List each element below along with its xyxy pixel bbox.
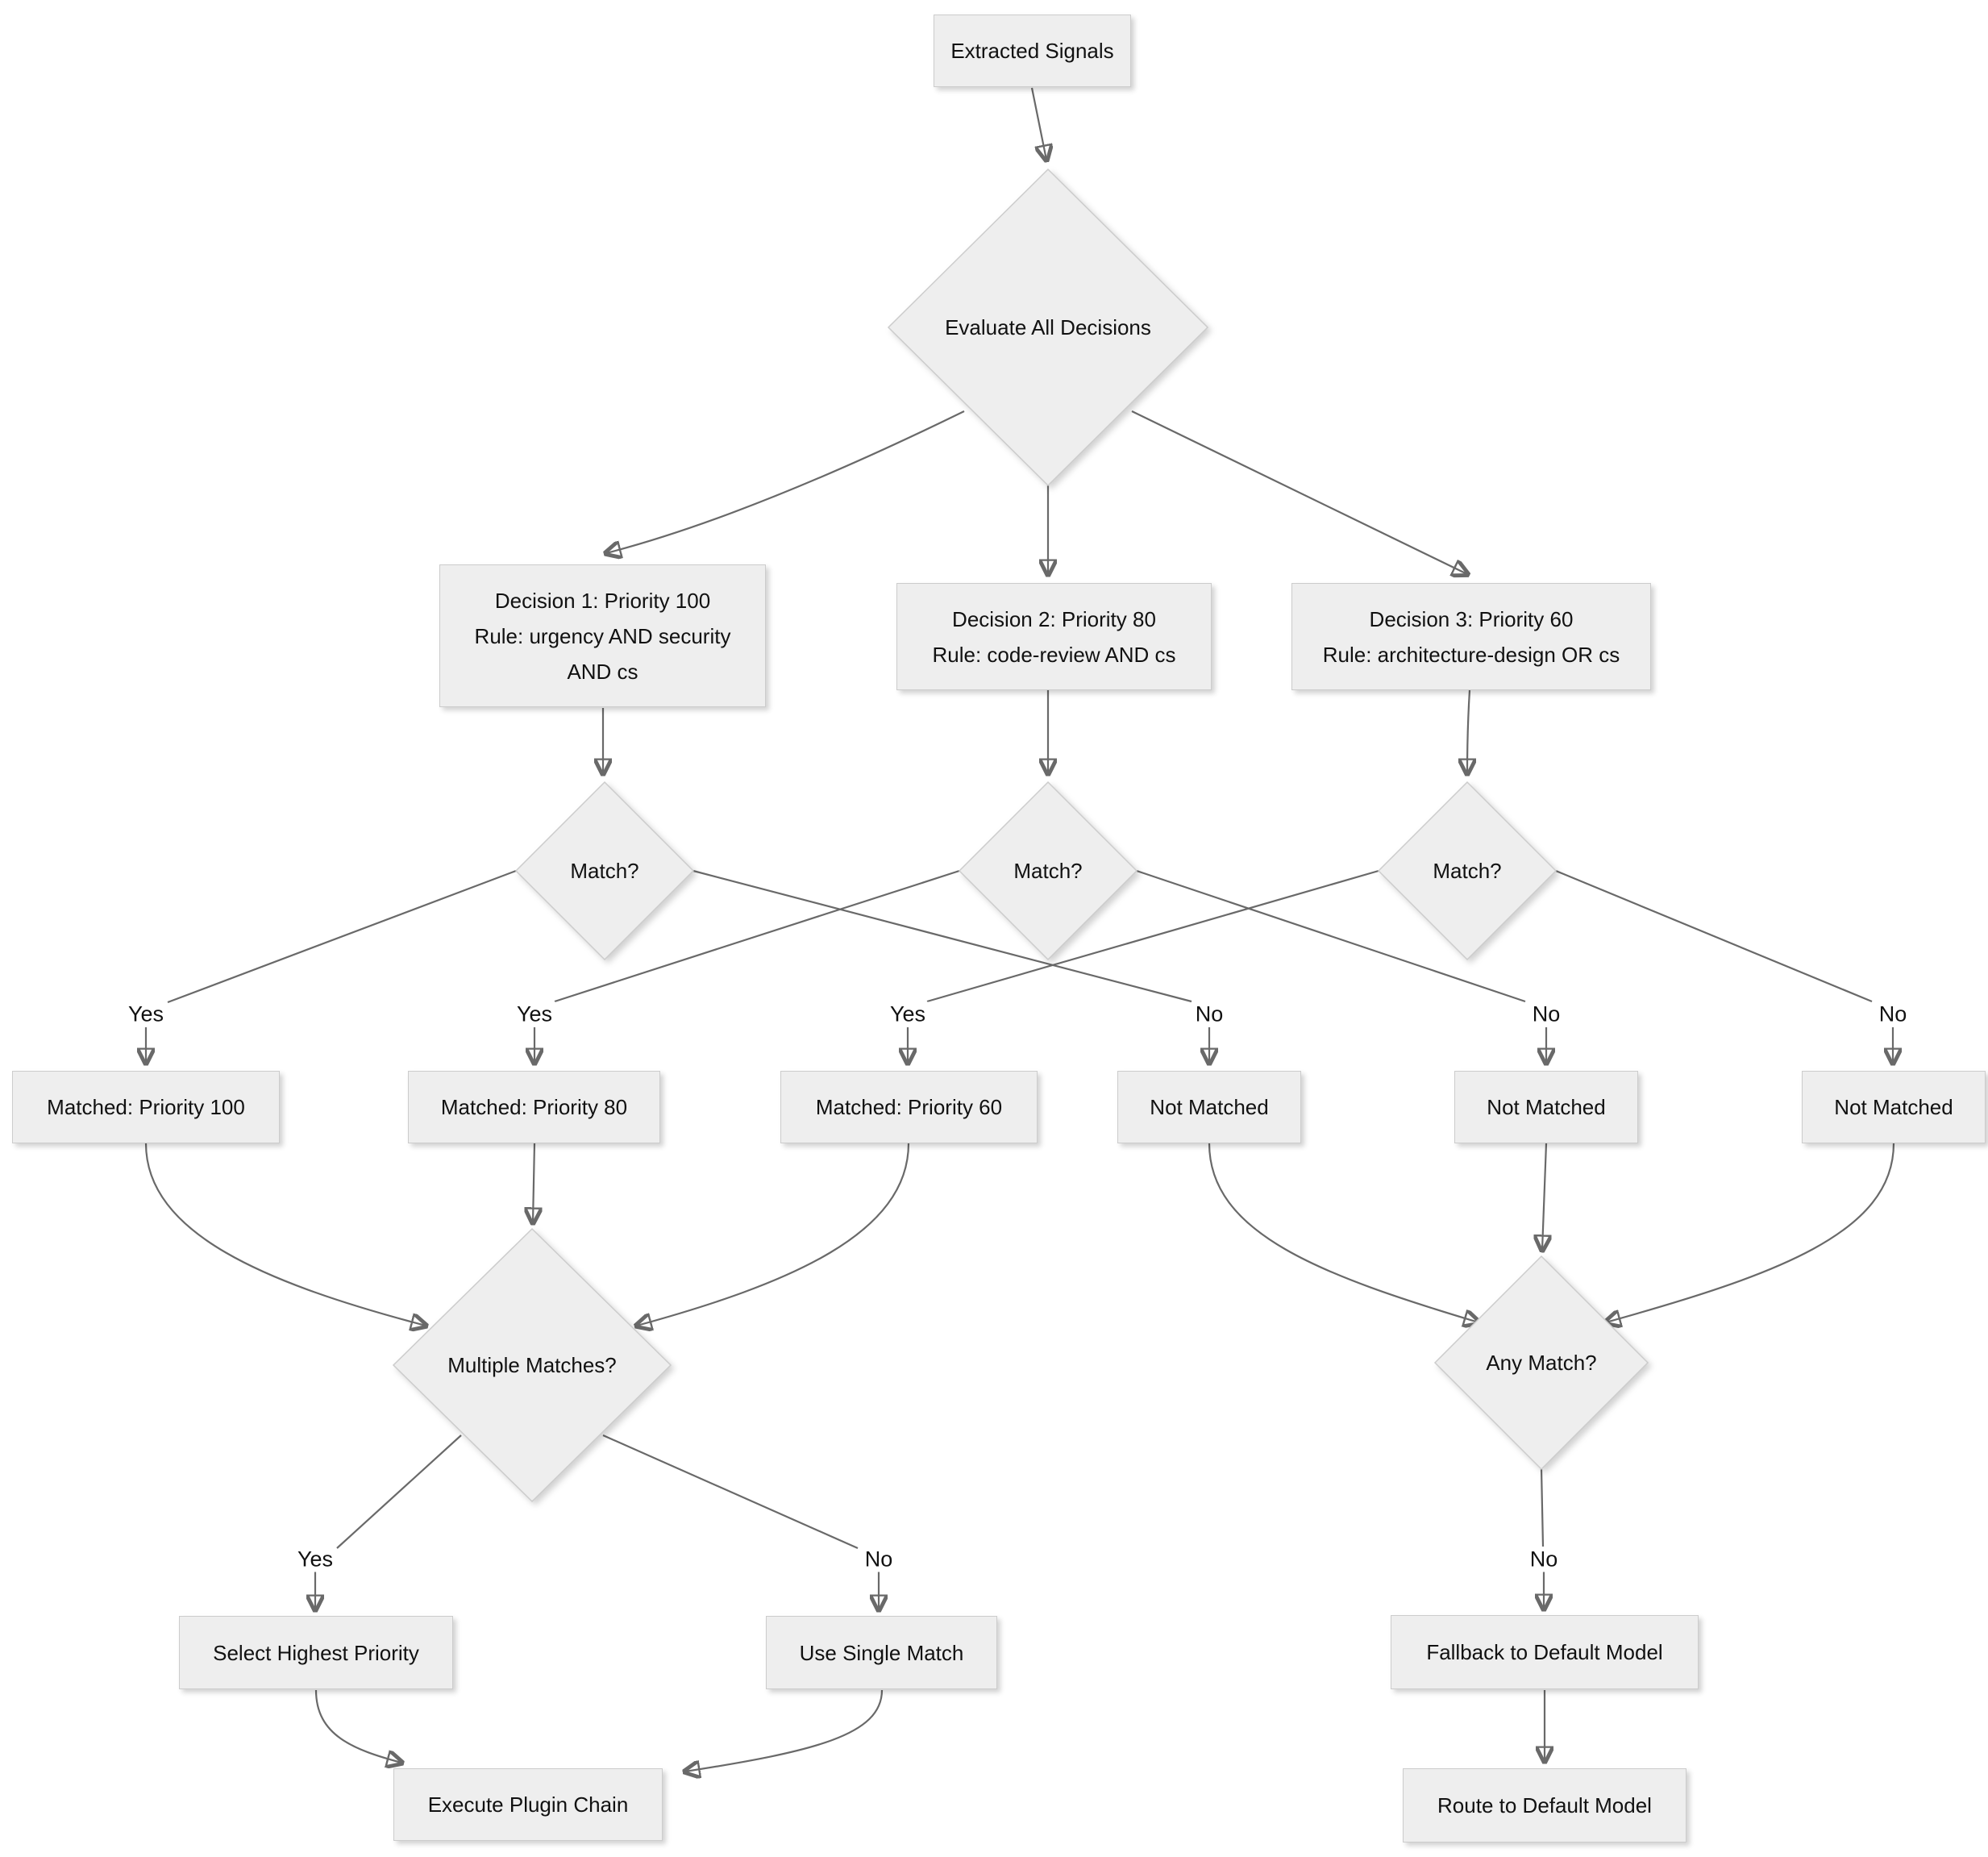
edge-label-yes-1: Yes [124, 1001, 168, 1027]
edge-evaluate-to-decision1 [606, 410, 965, 553]
node-matched-priority-80: Matched: Priority 80 [408, 1071, 660, 1143]
node-any-match: Any Match? [1433, 1255, 1649, 1471]
edge-anymatch-no [1540, 1468, 1545, 1547]
node-fallback-to-default-model: Fallback to Default Model [1391, 1615, 1699, 1689]
node-decision-1-label: Decision 1: Priority 100 Rule: urgency A… [474, 588, 731, 684]
node-extracted-signals: Extracted Signals [934, 15, 1131, 87]
edge-label-no-1: No [1192, 1001, 1227, 1027]
node-decision-3-label: Decision 3: Priority 60 Rule: architectu… [1322, 606, 1620, 667]
node-matched-priority-60: Matched: Priority 60 [780, 1071, 1038, 1143]
node-route-to-default-model-label: Route to Default Model [1437, 1793, 1652, 1817]
edge-match2-yes [554, 869, 960, 1003]
node-matched-priority-60-label: Matched: Priority 60 [815, 1095, 1003, 1119]
edge-label-no-2: No [1528, 1001, 1564, 1027]
node-not-matched-1: Not Matched [1117, 1071, 1301, 1143]
node-matched-priority-80-label: Matched: Priority 80 [440, 1095, 628, 1119]
node-match-1: Match? [514, 781, 695, 961]
edge-match3-no [1555, 869, 1873, 1003]
edge-label-no-5: No [1526, 1547, 1562, 1572]
node-matched-priority-100-label: Matched: Priority 100 [47, 1095, 245, 1119]
node-not-matched-3: Not Matched [1802, 1071, 1986, 1143]
node-evaluate-all-decisions: Evaluate All Decisions [887, 168, 1209, 487]
edge-match1-yes [167, 869, 517, 1004]
edge-single-to-execute [685, 1689, 884, 1772]
node-multiple-matches: Multiple Matches? [392, 1227, 672, 1503]
node-execute-plugin-chain: Execute Plugin Chain [393, 1768, 663, 1841]
edge-notmatched1-to-anymatch [1208, 1143, 1479, 1322]
edge-label-yes-2: Yes [513, 1001, 556, 1027]
edge-multiple-no [602, 1434, 859, 1550]
node-not-matched-2: Not Matched [1454, 1071, 1638, 1143]
edge-match2-no [1136, 869, 1526, 1003]
node-decision-3: Decision 3: Priority 60 Rule: architectu… [1291, 583, 1651, 690]
node-use-single-match: Use Single Match [766, 1616, 997, 1689]
node-match-2-label: Match? [1013, 859, 1083, 883]
node-any-match-label: Any Match? [1486, 1351, 1597, 1375]
edge-label-yes-4: Yes [293, 1547, 337, 1572]
edge-decision3-to-match3 [1467, 689, 1470, 773]
node-match-2: Match? [958, 781, 1138, 961]
node-extracted-signals-label: Extracted Signals [950, 39, 1114, 63]
edge-evaluate-to-decision3 [1131, 410, 1467, 574]
edge-matched60-to-multiple [637, 1143, 910, 1326]
node-decision-1: Decision 1: Priority 100 Rule: urgency A… [439, 564, 766, 707]
edge-multiple-yes [336, 1434, 462, 1549]
edge-match1-no [692, 869, 1192, 1003]
edge-match3-yes [926, 869, 1379, 1003]
node-execute-plugin-chain-label: Execute Plugin Chain [427, 1792, 629, 1817]
node-match-3: Match? [1377, 781, 1558, 961]
node-evaluate-all-decisions-label: Evaluate All Decisions [945, 315, 1151, 339]
node-not-matched-2-label: Not Matched [1487, 1095, 1606, 1119]
edge-label-no-4: No [861, 1547, 896, 1572]
edge-label-no-3: No [1875, 1001, 1911, 1027]
edge-label-yes-3: Yes [886, 1001, 930, 1027]
edge-notmatched2-to-anymatch [1542, 1143, 1546, 1250]
node-not-matched-1-label: Not Matched [1150, 1095, 1269, 1119]
node-select-highest-priority-label: Select Highest Priority [213, 1640, 419, 1665]
node-match-3-label: Match? [1433, 859, 1502, 883]
edge-select-to-execute [314, 1689, 401, 1763]
node-matched-priority-100: Matched: Priority 100 [12, 1071, 280, 1143]
edge-notmatched3-to-anymatch [1606, 1143, 1895, 1322]
edge-matched100-to-multiple [144, 1143, 426, 1326]
node-not-matched-3-label: Not Matched [1834, 1095, 1953, 1119]
node-decision-2-label: Decision 2: Priority 80 Rule: code-revie… [932, 606, 1176, 667]
node-match-1-label: Match? [570, 859, 639, 883]
node-decision-2: Decision 2: Priority 80 Rule: code-revie… [896, 583, 1212, 690]
edge-start-to-evaluate [1030, 87, 1046, 160]
edge-matched80-to-multiple [533, 1143, 534, 1222]
node-route-to-default-model: Route to Default Model [1403, 1768, 1686, 1842]
node-fallback-to-default-model-label: Fallback to Default Model [1426, 1640, 1663, 1664]
node-use-single-match-label: Use Single Match [799, 1640, 964, 1665]
node-multiple-matches-label: Multiple Matches? [447, 1353, 617, 1377]
node-select-highest-priority: Select Highest Priority [179, 1616, 453, 1689]
